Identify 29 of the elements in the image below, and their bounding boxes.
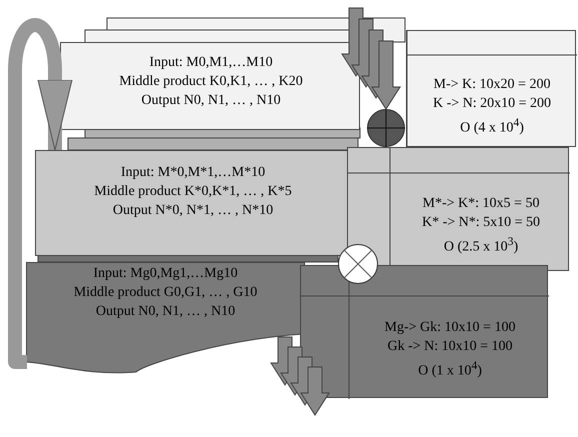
complexity-text: K* -> N*: 5x10 = 50 <box>422 214 540 232</box>
operator-circle <box>367 109 405 147</box>
process-card <box>35 150 349 256</box>
complexity-text: Gk -> N: 10x10 = 100 <box>387 338 513 356</box>
curved-arrow <box>8 18 72 369</box>
complexity-text: O (1 x 10$^{4}$) <box>418 358 482 381</box>
process-text: Middle product K*0,K*1, … , K*5 <box>94 183 292 201</box>
complexity-table <box>406 30 576 147</box>
stacked-block-arrow <box>270 336 330 416</box>
process-text: Input: M*0,M*1,…M*10 <box>120 164 266 182</box>
complexity-text: Mg-> Gk: 10x10 = 100 <box>384 319 516 337</box>
complexity-table <box>300 265 548 398</box>
complexity-text: K -> N: 20x10 = 200 <box>432 95 552 113</box>
complexity-text: M*-> K*: 10x5 = 50 <box>422 195 540 213</box>
complexity-text: O (4 x 10$^{4}$) <box>460 115 524 138</box>
complexity-text: M-> K: 10x20 = 200 <box>434 76 550 94</box>
process-text: Middle product K0,K1, … , K20 <box>119 73 303 91</box>
process-text: Input: M0,M1,…M10 <box>149 54 273 72</box>
process-text: Middle product G0,G1, … , G10 <box>74 284 258 302</box>
process-card <box>60 42 360 130</box>
process-text: Output N0, N1, … , N10 <box>141 92 281 110</box>
stacked-block-arrow <box>341 8 401 110</box>
process-card <box>26 262 305 374</box>
process-text: Output N0, N1, … , N10 <box>96 303 236 321</box>
process-text: Output N*0, N*1, … , N*10 <box>112 202 274 220</box>
complexity-text: O (2.5 x 10$^{3}$) <box>444 234 518 257</box>
operator-circle <box>338 244 378 284</box>
complexity-table <box>347 147 569 271</box>
process-text: Input: Mg0,Mg1,…Mg10 <box>93 265 238 283</box>
